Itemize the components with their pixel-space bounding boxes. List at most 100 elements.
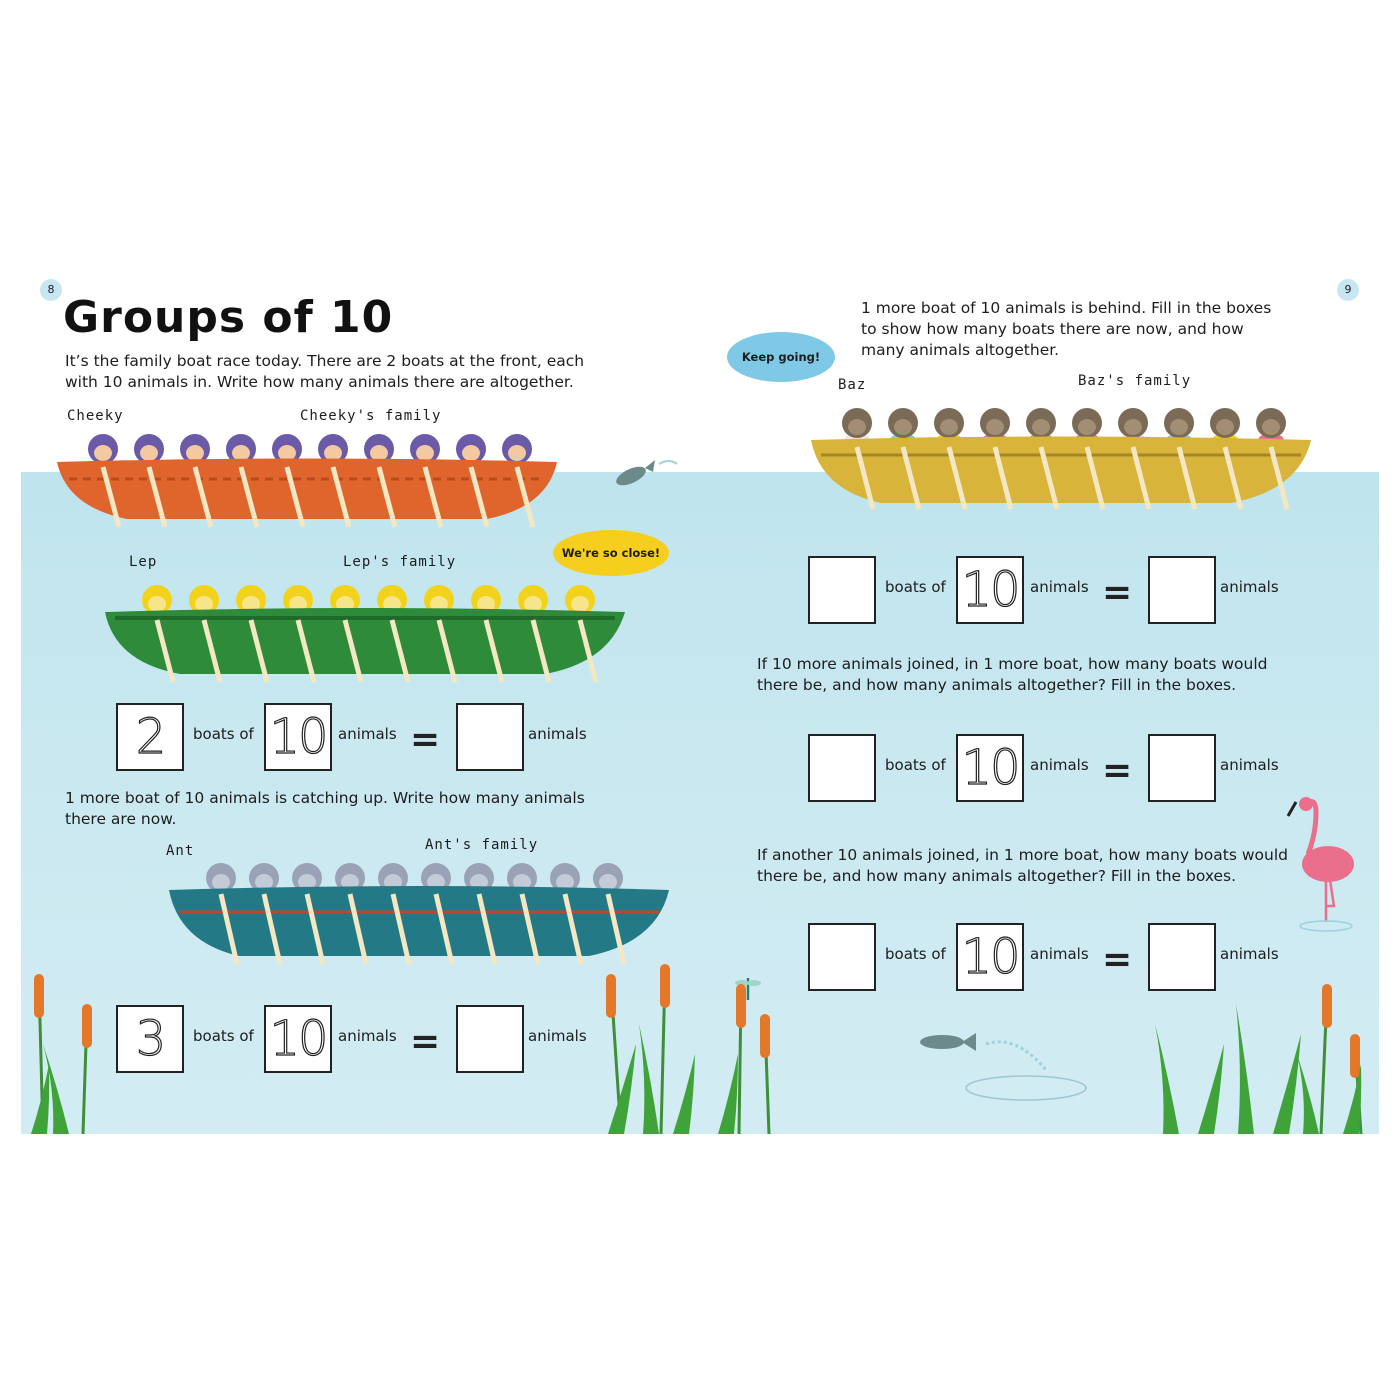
reed-leaf bbox=[673, 1054, 695, 1134]
reed-leaf bbox=[608, 1044, 636, 1134]
boats-of-label: boats of bbox=[885, 756, 946, 774]
boats-box[interactable]: 3 bbox=[116, 1005, 184, 1073]
page-number-left: 8 bbox=[40, 279, 62, 301]
oar bbox=[530, 619, 552, 683]
crew-face bbox=[289, 596, 307, 612]
speech-text-keep-going: Keep going! bbox=[741, 350, 821, 364]
oar bbox=[468, 466, 490, 528]
oar bbox=[330, 466, 352, 528]
speech-bubble-keep-going: Keep going! bbox=[727, 332, 835, 382]
oar bbox=[483, 619, 505, 683]
boats-box[interactable] bbox=[808, 734, 876, 802]
oar bbox=[192, 466, 214, 528]
boats-traced-number: 3 bbox=[135, 1010, 167, 1067]
crew-face bbox=[470, 874, 488, 890]
oar bbox=[436, 619, 458, 683]
crew-face bbox=[186, 445, 204, 461]
crew-face bbox=[462, 445, 480, 461]
oar bbox=[347, 893, 369, 965]
crew-face bbox=[384, 874, 402, 890]
oar bbox=[154, 619, 176, 683]
fish-icon bbox=[616, 460, 678, 486]
equals-sign: = bbox=[410, 1021, 441, 1062]
reed-leaf bbox=[1236, 1004, 1254, 1134]
label-cheeky: Cheeky bbox=[67, 408, 124, 424]
reed-leaf bbox=[31, 1064, 50, 1134]
total-animals-box[interactable] bbox=[1148, 734, 1216, 802]
oar bbox=[261, 893, 283, 965]
boats-traced-number: 2 bbox=[135, 708, 167, 765]
reed-leaf bbox=[1297, 1054, 1319, 1134]
total-animals-box[interactable] bbox=[1148, 556, 1216, 624]
total-animals-box[interactable] bbox=[1148, 923, 1216, 991]
crew-face bbox=[556, 874, 574, 890]
label-ant-family: Ant's family bbox=[425, 837, 539, 853]
animals-label: animals bbox=[1030, 945, 1089, 963]
reed-leaf bbox=[1343, 1064, 1362, 1134]
crew-face bbox=[148, 596, 166, 612]
cattail bbox=[736, 984, 746, 1028]
boat-orange-monkeys bbox=[57, 434, 557, 528]
page-number-right: 9 bbox=[1337, 279, 1359, 301]
equals-sign: = bbox=[1102, 572, 1133, 613]
per-boat-traced-number: 10 bbox=[961, 928, 1021, 985]
label-ant: Ant bbox=[166, 843, 195, 859]
oar bbox=[238, 466, 260, 528]
crew-face bbox=[416, 445, 434, 461]
oar bbox=[284, 466, 306, 528]
boats-of-label: boats of bbox=[885, 945, 946, 963]
crew-face bbox=[524, 596, 542, 612]
crew-face bbox=[324, 445, 342, 461]
speech-bubble-close: We're so close! bbox=[553, 530, 669, 576]
boats-box[interactable] bbox=[808, 923, 876, 991]
oar bbox=[605, 893, 627, 965]
boats-box[interactable]: 2 bbox=[116, 703, 184, 771]
speech-text-close: We're so close! bbox=[561, 546, 661, 560]
crew-face bbox=[212, 874, 230, 890]
reed-leaf bbox=[1155, 1024, 1179, 1134]
animals-label-total: animals bbox=[1220, 578, 1279, 596]
boats-box[interactable] bbox=[808, 556, 876, 624]
book-spread: 8 9 Groups of 10 It’s the family boat ra… bbox=[21, 262, 1379, 1134]
crew-face bbox=[477, 596, 495, 612]
dragonfly-icon bbox=[735, 978, 761, 1000]
oar bbox=[248, 619, 270, 683]
oar bbox=[295, 619, 317, 683]
total-animals-box[interactable] bbox=[456, 703, 524, 771]
per-boat-traced-number: 10 bbox=[269, 1010, 329, 1067]
oar bbox=[577, 619, 599, 683]
oar bbox=[476, 893, 498, 965]
cattail bbox=[34, 974, 44, 1018]
cattail bbox=[606, 974, 616, 1018]
crew-face bbox=[278, 445, 296, 461]
crew-face bbox=[599, 874, 617, 890]
crew-face bbox=[508, 445, 526, 461]
oar bbox=[519, 893, 541, 965]
animals-label: animals bbox=[1030, 578, 1089, 596]
label-baz-family: Baz's family bbox=[1078, 373, 1192, 389]
oar bbox=[514, 466, 536, 528]
equals-sign: = bbox=[410, 719, 441, 760]
crew-face bbox=[940, 419, 958, 435]
boat-yellow-bears bbox=[811, 408, 1311, 510]
question-joined: If 10 more animals joined, in 1 more boa… bbox=[757, 655, 1268, 694]
crew-face bbox=[341, 874, 359, 890]
reeds-right bbox=[718, 984, 1363, 1134]
crew-face bbox=[383, 596, 401, 612]
total-animals-box[interactable] bbox=[456, 1005, 524, 1073]
boats-of-label: boats of bbox=[885, 578, 946, 596]
reed-leaf bbox=[1198, 1044, 1224, 1134]
catch-up-text: 1 more boat of 10 animals is catching up… bbox=[65, 789, 585, 828]
crew-face bbox=[986, 419, 1004, 435]
oar bbox=[376, 466, 398, 528]
crew-face bbox=[894, 419, 912, 435]
per-boat-box: 10 bbox=[264, 1005, 332, 1073]
crew-face bbox=[1032, 419, 1050, 435]
oar bbox=[390, 893, 412, 965]
crew-face bbox=[1170, 419, 1188, 435]
animals-label: animals bbox=[1030, 756, 1089, 774]
crew-face bbox=[140, 445, 158, 461]
boats-of-label: boats of bbox=[193, 725, 254, 743]
